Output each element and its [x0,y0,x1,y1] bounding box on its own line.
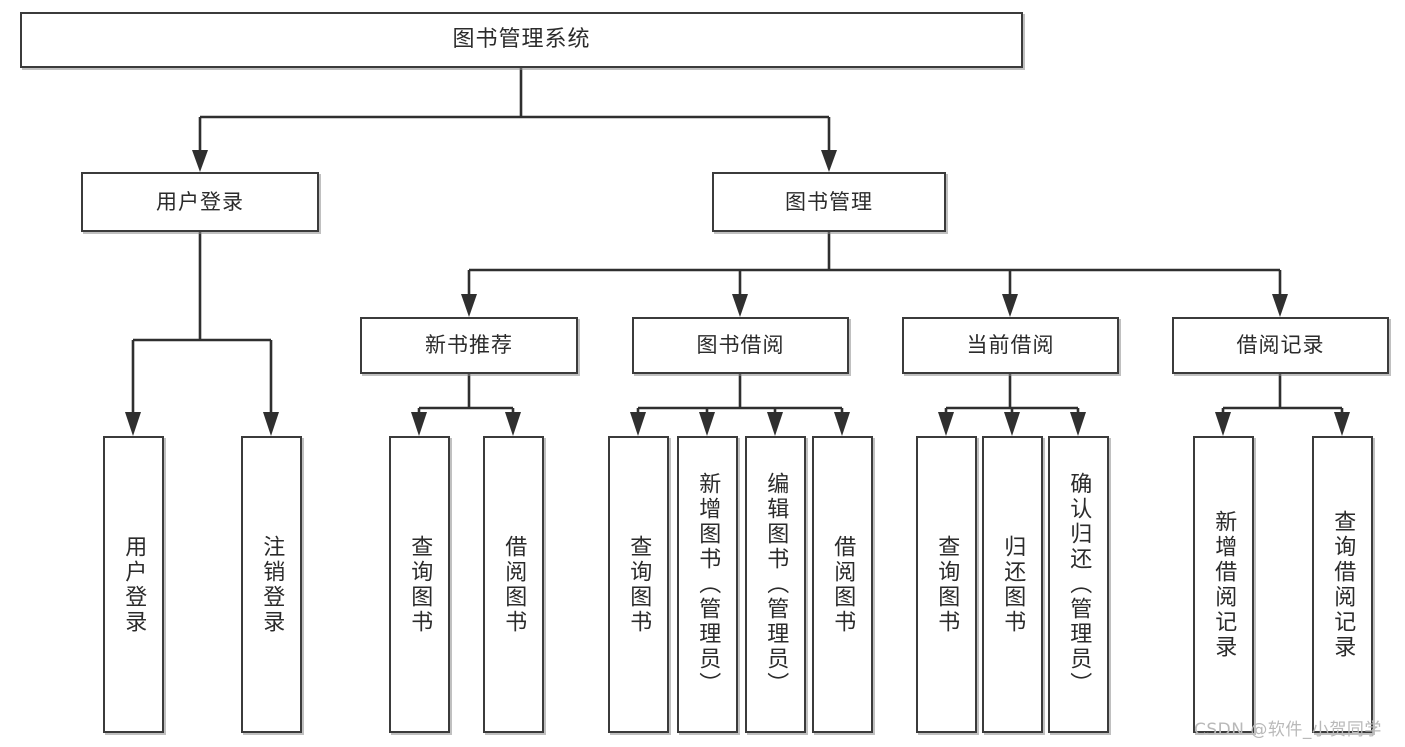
leaf-user-login-label: 用户登录 [121,534,147,635]
leaf-return-book-label: 归还图书 [1000,534,1026,635]
node-root-label: 图书管理系统 [452,27,591,53]
leaf-borrow-query-book[interactable]: 查询图书 [608,436,669,733]
leaf-user-login[interactable]: 用户登录 [103,436,164,733]
leaf-borrow-query-book-label: 查询图书 [626,534,652,635]
node-borrow-record-label: 借阅记录 [1236,333,1325,358]
node-borrow-record[interactable]: 借阅记录 [1172,317,1389,374]
leaf-add-book-admin-label: 新增图书（管理员） [695,472,721,697]
leaf-add-borrow-record[interactable]: 新增借阅记录 [1193,436,1254,733]
csdn-watermark: CSDN @软件_小贺同学 [1194,720,1382,740]
node-user-login[interactable]: 用户登录 [81,172,319,232]
leaf-logout[interactable]: 注销登录 [241,436,302,733]
node-current-borrow[interactable]: 当前借阅 [902,317,1119,374]
leaf-confirm-return-admin[interactable]: 确认归还（管理员） [1048,436,1109,733]
leaf-recommend-query-book-label: 查询图书 [407,534,433,635]
leaf-add-borrow-record-label: 新增借阅记录 [1211,509,1237,660]
leaf-return-book[interactable]: 归还图书 [982,436,1043,733]
leaf-logout-label: 注销登录 [259,534,285,635]
node-root[interactable]: 图书管理系统 [20,12,1023,68]
node-book-management[interactable]: 图书管理 [712,172,946,232]
node-book-management-label: 图书管理 [785,189,873,214]
leaf-recommend-borrow-book[interactable]: 借阅图书 [483,436,544,733]
leaf-recommend-query-book[interactable]: 查询图书 [389,436,450,733]
leaf-recommend-borrow-book-label: 借阅图书 [501,534,527,635]
node-book-borrow[interactable]: 图书借阅 [632,317,849,374]
leaf-edit-book-admin[interactable]: 编辑图书（管理员） [745,436,806,733]
node-current-borrow-label: 当前借阅 [966,333,1055,358]
node-user-login-label: 用户登录 [156,189,244,214]
node-book-borrow-label: 图书借阅 [696,333,785,358]
leaf-confirm-return-admin-label: 确认归还（管理员） [1066,472,1092,697]
node-new-book-recommend-label: 新书推荐 [425,333,513,358]
leaf-query-borrow-record[interactable]: 查询借阅记录 [1312,436,1373,733]
leaf-borrow-book[interactable]: 借阅图书 [812,436,873,733]
leaf-current-query-book-label: 查询图书 [934,534,960,635]
node-new-book-recommend[interactable]: 新书推荐 [360,317,578,374]
leaf-current-query-book[interactable]: 查询图书 [916,436,977,733]
leaf-add-book-admin[interactable]: 新增图书（管理员） [677,436,738,733]
leaf-query-borrow-record-label: 查询借阅记录 [1330,509,1356,660]
leaf-borrow-book-label: 借阅图书 [830,534,856,635]
leaf-edit-book-admin-label: 编辑图书（管理员） [763,472,789,697]
